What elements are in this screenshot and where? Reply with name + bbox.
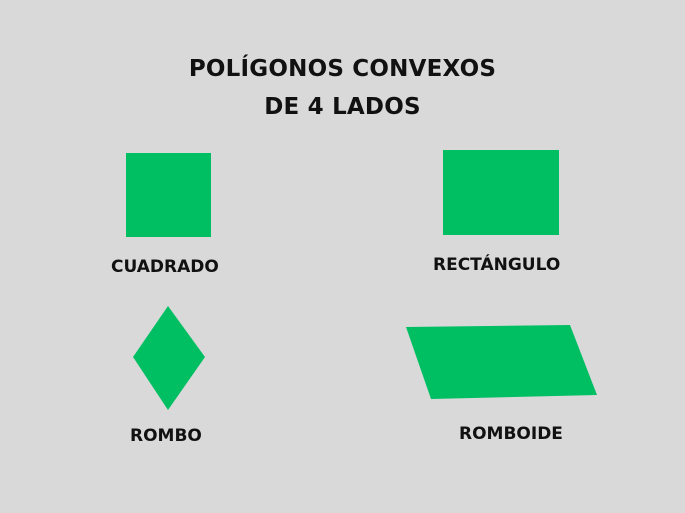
rhombus-label: ROMBO bbox=[130, 426, 202, 446]
square-label: CUADRADO bbox=[111, 257, 219, 277]
title-line-1: POLÍGONOS CONVEXOS bbox=[188, 56, 497, 82]
rectangle-label: RECTÁNGULO bbox=[433, 255, 561, 275]
title-line-2: DE 4 LADOS bbox=[264, 94, 421, 120]
rhombus-shape bbox=[133, 306, 205, 410]
rectangle-shape bbox=[443, 150, 559, 235]
square-shape bbox=[126, 153, 211, 237]
rhomboid-label: ROMBOIDE bbox=[459, 424, 563, 444]
rhomboid-shape bbox=[406, 325, 597, 399]
